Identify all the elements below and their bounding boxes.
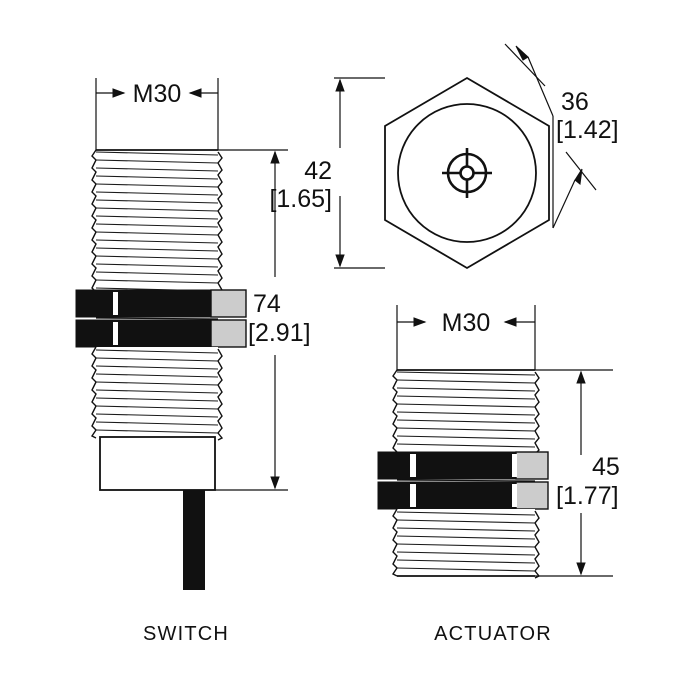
arrowhead-top [335,78,345,92]
arrowhead-left [413,317,427,327]
act-thread-lower-lines [396,511,536,572]
arrowhead-left [112,88,126,98]
actuator-thread-lower [391,508,541,579]
act-thread-lower-bg [397,509,535,574]
hexagon-outline [384,76,550,270]
switch-thread-label: M30 [133,80,182,108]
switch-thread-upper [91,149,223,295]
act-nut-band-lower-stripe [410,484,416,507]
switch-cable [183,490,205,590]
hex-across-corners-in-label: [1.65] [269,185,332,213]
arrowhead-top [576,370,586,384]
switch-caption: SWITCH [143,623,229,645]
leader-upper [527,56,554,117]
actuator-circle [397,103,537,243]
arrowhead-bottom [270,476,280,490]
thread-lower-lines [95,349,219,434]
switch-length-mm-label: 74 [253,290,281,318]
switch-length-in-label: [2.91] [248,319,311,347]
act-thread-lower-right-crest [534,510,541,579]
act-thread-upper-lines [396,371,536,448]
switch-thread-lower [90,346,224,441]
actuator-view: M30 [377,305,620,645]
act-band-gap-line [396,479,536,482]
arrowhead-right [503,317,517,327]
act-thread-lower-left-crest [391,508,398,577]
act-thread-upper-right-crest [534,371,540,455]
thread-upper-left-crest [91,149,97,293]
arrowhead-lower [574,168,583,185]
actuator-length-mm-label: 45 [592,453,620,481]
actuator-length-dimension: 45 [1.77] [535,369,620,577]
act-nut-band-lower-stripe2 [512,484,517,507]
leader-upper-tail [504,43,546,87]
hex-across-flats-mm-label: 36 [561,88,589,116]
switch-body-rect [99,436,216,491]
hex-across-corners-dimension: 42 [1.65] [269,77,385,269]
actuator-length-in-label: [1.77] [556,482,619,510]
switch-view: M30 [75,78,311,645]
thread-upper-right-crest [217,151,223,295]
switch-body [99,436,216,491]
band-gap-line [95,317,219,320]
crosshair-target-icon [442,148,492,198]
arrowhead-upper [515,45,529,61]
thread-lower-left-crest [90,346,97,439]
hex-across-flats-in-label: [1.42] [556,116,619,144]
switch-nut-bands [75,289,247,348]
act-thread-upper-left-crest [392,369,398,453]
arrowhead-top [270,150,280,164]
switch-m30-dimension: M30 [95,78,219,150]
act-nut-band-upper-stripe2 [512,454,517,477]
target-inner-circle [459,165,475,181]
act-nut-band-lower-gray [515,481,549,510]
arrowhead-bottom [335,254,345,268]
hex-across-corners-mm-label: 42 [304,157,332,185]
actuator-m30-dimension: M30 [396,305,536,370]
leader-lower-tail [565,151,597,191]
thread-lower-right-crest [217,348,224,441]
switch-cable-rect [183,490,205,590]
nut-band-upper-gray [210,289,247,318]
actuator-top-view: 42 [1.65] 36 [1.42] [269,43,619,270]
hex-across-flats-dimension: 36 [1.42] [504,43,619,229]
actuator-thread-label: M30 [442,309,491,337]
actuator-caption: ACTUATOR [434,623,552,645]
act-nut-band-upper-stripe [410,454,416,477]
actuator-nut-bands [377,451,549,510]
actuator-thread-upper [392,369,540,455]
arrowhead-bottom [576,562,586,576]
arrowhead-right [188,88,202,98]
dim-line-text-gap [566,455,586,513]
switch-length-dimension: 74 [2.91] [215,149,311,491]
act-nut-band-upper-gray [515,451,549,480]
nut-band-lower-gray [210,319,247,348]
nut-band-upper-stripe [113,292,118,315]
nut-band-lower-stripe [113,322,118,345]
leader-lower [552,179,576,229]
